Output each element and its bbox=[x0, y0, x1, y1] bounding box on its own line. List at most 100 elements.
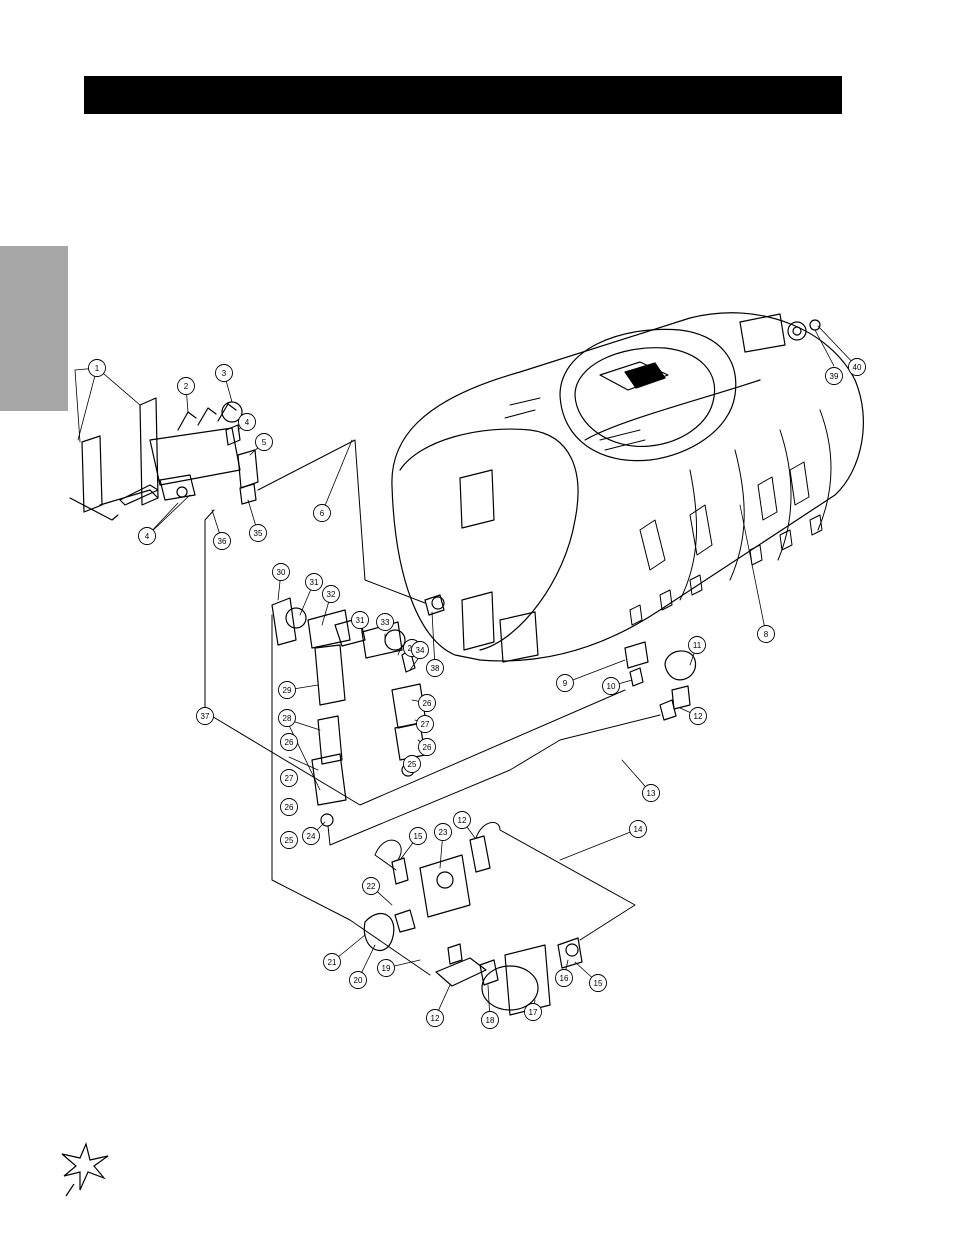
callout-circle bbox=[280, 733, 298, 751]
callout-number: 40 bbox=[853, 363, 862, 372]
callout-c4b: 4 bbox=[138, 527, 156, 545]
pump-assembly bbox=[363, 835, 583, 1016]
callout-c5: 5 bbox=[255, 433, 273, 451]
callout-number: 3 bbox=[222, 369, 227, 378]
callout-number: 13 bbox=[647, 789, 656, 798]
callout-circle bbox=[278, 709, 296, 727]
callout-c37: 37 bbox=[196, 707, 214, 725]
callout-c24: 24 bbox=[302, 827, 320, 845]
callout-circle bbox=[416, 715, 434, 733]
callout-c38: 38 bbox=[426, 659, 444, 677]
callout-c30: 30 bbox=[272, 563, 290, 581]
callout-number: 32 bbox=[327, 590, 336, 599]
callout-number: 34 bbox=[416, 646, 425, 655]
callout-c29: 29 bbox=[278, 681, 296, 699]
callout-circle bbox=[280, 798, 298, 816]
callout-c2: 2 bbox=[177, 377, 195, 395]
callout-c35: 35 bbox=[249, 524, 267, 542]
callout-circle bbox=[555, 969, 573, 987]
callout-circle bbox=[323, 953, 341, 971]
callout-circle bbox=[280, 769, 298, 787]
callout-c20: 20 bbox=[349, 971, 367, 989]
callout-c12b: 12 bbox=[453, 811, 471, 829]
callout-number: 26 bbox=[423, 743, 432, 752]
callout-circle bbox=[280, 831, 298, 849]
callout-c26a: 26 bbox=[280, 733, 298, 751]
callout-c12a: 12 bbox=[689, 707, 707, 725]
side-thumb-tab bbox=[0, 246, 68, 411]
callout-number: 23 bbox=[439, 828, 448, 837]
callout-number: 9 bbox=[563, 679, 568, 688]
callout-c25a: 25 bbox=[403, 755, 421, 773]
callout-c15a: 15 bbox=[409, 827, 427, 845]
callout-number: 25 bbox=[285, 836, 294, 845]
callout-circle bbox=[409, 827, 427, 845]
star-burst-logo-icon bbox=[61, 1142, 109, 1197]
callout-circle bbox=[481, 1011, 499, 1029]
callout-c6: 6 bbox=[313, 504, 331, 522]
callout-c17: 17 bbox=[524, 1003, 542, 1021]
callout-number: 12 bbox=[458, 816, 467, 825]
callout-circle bbox=[757, 625, 775, 643]
callout-c39: 39 bbox=[825, 367, 843, 385]
callout-c11: 11 bbox=[688, 636, 706, 654]
callout-c3: 3 bbox=[215, 364, 233, 382]
callout-number: 33 bbox=[381, 618, 390, 627]
callout-circle bbox=[426, 659, 444, 677]
callout-circle bbox=[255, 433, 273, 451]
callout-number: 31 bbox=[310, 578, 319, 587]
callout-number: 12 bbox=[694, 712, 703, 721]
callout-circle bbox=[418, 694, 436, 712]
callout-number: 36 bbox=[218, 537, 227, 546]
strainer-valve-assembly bbox=[271, 597, 427, 827]
manifold-bracket-assembly bbox=[69, 397, 259, 521]
callout-number: 4 bbox=[145, 532, 150, 541]
callout-number: 4 bbox=[245, 418, 250, 427]
callout-circle bbox=[88, 359, 106, 377]
tank-fittings bbox=[624, 641, 697, 721]
callout-c10: 10 bbox=[602, 677, 620, 695]
callout-number: 26 bbox=[285, 803, 294, 812]
callout-number: 8 bbox=[764, 630, 769, 639]
callout-number: 39 bbox=[830, 372, 839, 381]
callout-c26b: 26 bbox=[280, 798, 298, 816]
callout-number: 1 bbox=[95, 364, 100, 373]
callout-number: 25 bbox=[408, 760, 417, 769]
callout-number: 35 bbox=[254, 529, 263, 538]
callout-c15b: 15 bbox=[589, 974, 607, 992]
callout-circle bbox=[376, 613, 394, 631]
callout-c21: 21 bbox=[323, 953, 341, 971]
callout-c28: 28 bbox=[278, 709, 296, 727]
callout-c34: 34 bbox=[411, 641, 429, 659]
callout-circle bbox=[524, 1003, 542, 1021]
callout-number: 6 bbox=[320, 509, 325, 518]
callout-number: 24 bbox=[307, 832, 316, 841]
callout-number: 14 bbox=[634, 825, 643, 834]
callout-circle bbox=[196, 707, 214, 725]
callout-number: 18 bbox=[486, 1016, 495, 1025]
callout-circle bbox=[302, 827, 320, 845]
callout-circle bbox=[602, 677, 620, 695]
callout-c31b: 31 bbox=[351, 611, 369, 629]
callout-number: 15 bbox=[414, 832, 423, 841]
callout-circle bbox=[825, 367, 843, 385]
callout-circle bbox=[322, 585, 340, 603]
callout-c19: 19 bbox=[377, 959, 395, 977]
callout-circle bbox=[556, 674, 574, 692]
callout-c27a: 27 bbox=[280, 769, 298, 787]
callout-number: 26 bbox=[285, 738, 294, 747]
callout-c14: 14 bbox=[629, 820, 647, 838]
callout-circle bbox=[249, 524, 267, 542]
callout-circle bbox=[278, 681, 296, 699]
callout-number: 11 bbox=[693, 641, 702, 650]
callout-number: 26 bbox=[423, 699, 432, 708]
callout-circle bbox=[403, 755, 421, 773]
callout-circle bbox=[589, 974, 607, 992]
callout-c9: 9 bbox=[556, 674, 574, 692]
callout-c32: 32 bbox=[322, 585, 340, 603]
callout-circle bbox=[238, 413, 256, 431]
callout-c8: 8 bbox=[757, 625, 775, 643]
callout-circle bbox=[453, 811, 471, 829]
